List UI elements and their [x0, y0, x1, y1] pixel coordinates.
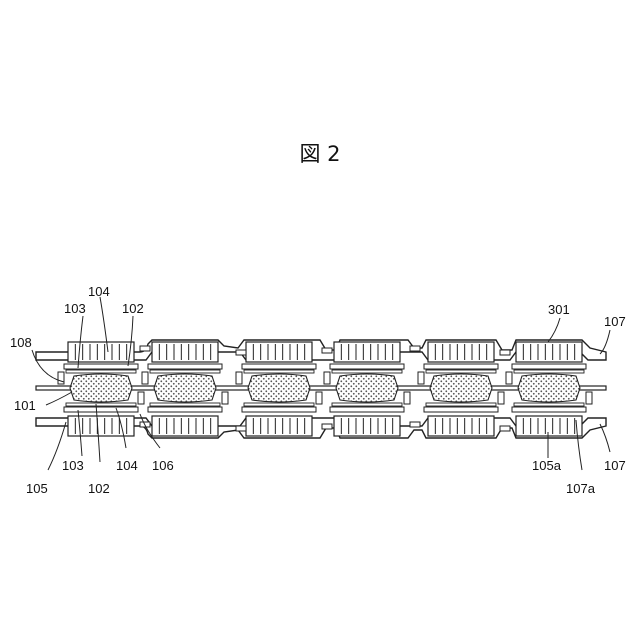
label-102-bottom: 102	[88, 481, 110, 496]
label-301: 301	[548, 302, 570, 317]
connector-right	[316, 392, 322, 404]
plate-upper	[424, 364, 498, 369]
label-105: 105	[26, 481, 48, 496]
label-108: 108	[10, 335, 32, 350]
layer-lower	[150, 403, 220, 406]
plate-lower	[330, 407, 404, 412]
layer-lower	[426, 403, 496, 406]
layer-upper	[514, 370, 584, 373]
layer-upper	[66, 370, 136, 373]
plate-lower	[148, 407, 222, 412]
connector-right	[586, 392, 592, 404]
fin-block-top	[516, 342, 582, 362]
label-107a: 107a	[566, 481, 596, 496]
fin-block-top	[246, 342, 312, 362]
layer-upper	[426, 370, 496, 373]
layer-lower	[66, 403, 136, 406]
gap-pad-top	[236, 350, 246, 355]
fin-block-bottom	[68, 416, 134, 436]
label-105a: 105a	[532, 458, 562, 473]
label-106: 106	[152, 458, 174, 473]
gap-pad-bottom	[236, 426, 246, 431]
fin-block-bottom	[152, 416, 218, 436]
connector-left	[418, 372, 424, 384]
label-104-top: 104	[88, 284, 110, 299]
gap-pad-top	[322, 348, 332, 353]
plate-upper	[148, 364, 222, 369]
gap-pad-bottom	[322, 424, 332, 429]
dotted-core	[336, 374, 398, 402]
fin-block-top	[428, 342, 494, 362]
layer-upper	[150, 370, 220, 373]
label-101: 101	[14, 398, 36, 413]
connector-left	[324, 372, 330, 384]
gap-pad-top	[140, 346, 150, 351]
dotted-core	[70, 374, 132, 402]
label-107-bottom: 107	[604, 458, 626, 473]
layer-lower	[514, 403, 584, 406]
fin-block-top	[68, 342, 134, 362]
plate-upper	[242, 364, 316, 369]
dotted-core	[430, 374, 492, 402]
connector-left	[236, 372, 242, 384]
gap-pad-top	[500, 350, 510, 355]
fin-block-bottom	[246, 416, 312, 436]
connector-left	[506, 372, 512, 384]
dotted-core	[154, 374, 216, 402]
layer-lower	[244, 403, 314, 406]
label-104-bottom: 104	[116, 458, 138, 473]
gap-pad-bottom	[410, 422, 420, 427]
fin-block-bottom	[428, 416, 494, 436]
fin-block-top	[334, 342, 400, 362]
plate-lower	[512, 407, 586, 412]
label-102-top: 102	[122, 301, 144, 316]
dotted-core	[248, 374, 310, 402]
label-103-top: 103	[64, 301, 86, 316]
label-103-bottom: 103	[62, 458, 84, 473]
plate-upper	[64, 364, 138, 369]
fin-block-top	[152, 342, 218, 362]
plate-lower	[64, 407, 138, 412]
layer-upper	[244, 370, 314, 373]
fin-block-bottom	[334, 416, 400, 436]
connector-right	[404, 392, 410, 404]
plate-lower	[424, 407, 498, 412]
connector-right	[222, 392, 228, 404]
gap-pad-bottom	[500, 426, 510, 431]
layer-lower	[332, 403, 402, 406]
plate-lower	[242, 407, 316, 412]
dotted-core	[518, 374, 580, 402]
label-107-top: 107	[604, 314, 626, 329]
layer-upper	[332, 370, 402, 373]
plate-upper	[330, 364, 404, 369]
connector-right	[498, 392, 504, 404]
gap-pad-top	[410, 346, 420, 351]
connector-left	[142, 372, 148, 384]
connector-right	[138, 392, 144, 404]
plate-upper	[512, 364, 586, 369]
fin-block-bottom	[516, 416, 582, 436]
